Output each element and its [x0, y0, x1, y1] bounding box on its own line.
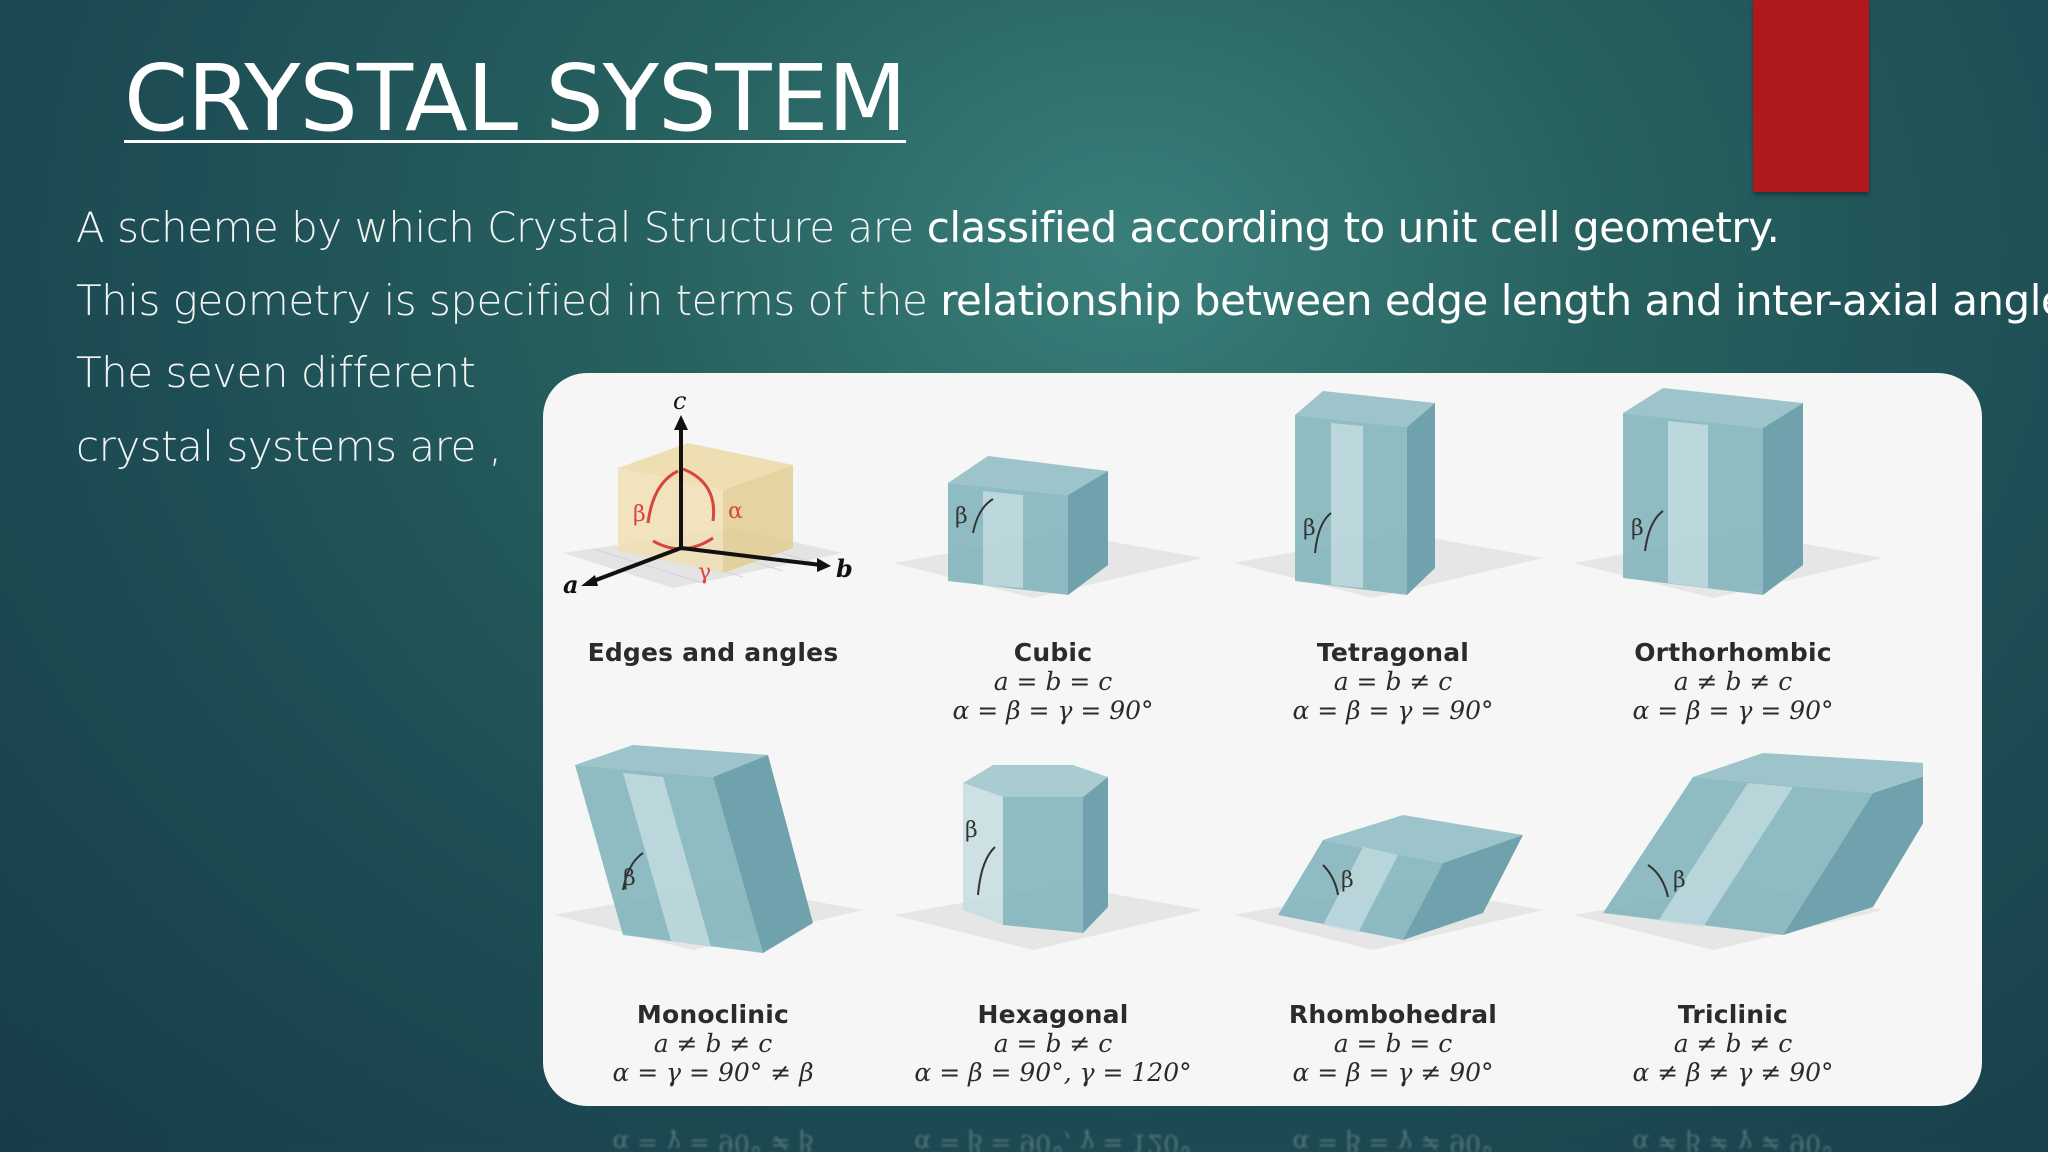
panel-angles: α = β = γ ≠ 90°	[1292, 1058, 1494, 1087]
panel-name: Cubic	[1013, 638, 1093, 667]
beta-label: β	[965, 818, 978, 843]
body-line-2-text: This geometry is specified in terms of t…	[76, 276, 941, 325]
panel-angles: α = β = γ = 90°	[1292, 696, 1494, 725]
panel-angles: α = γ = 90° ≠ β	[612, 1058, 814, 1087]
reflection-text: α ≠ β ≠ γ ≠ 90°	[1632, 1129, 1834, 1152]
panel-angles: α = β = 90°, γ = 120°	[914, 1058, 1192, 1087]
orthorhombic-crystal-diagram: β	[1573, 388, 1883, 598]
panel-edges: a ≠ b ≠ c	[1673, 1029, 1793, 1058]
beta-label: β	[1303, 516, 1316, 541]
accent-bar	[1753, 0, 1869, 192]
rhombohedral-crystal-diagram: β	[1233, 815, 1543, 950]
panel-angles: α = β = γ = 90°	[1632, 696, 1834, 725]
body-line-1-emphasis: classified according to unit cell geomet…	[926, 203, 1780, 252]
beta-label: β	[955, 504, 968, 529]
body-line-1-text: A scheme by which Crystal Structure are	[76, 203, 927, 252]
beta-angle-label: β	[633, 502, 646, 527]
panel-edges: a = b = c	[1333, 1029, 1453, 1058]
reflection-text: α = β = 90°, γ = 120°	[914, 1129, 1192, 1152]
monoclinic-crystal-diagram: β	[553, 745, 863, 953]
panel-name: Orthorhombic	[1634, 638, 1832, 667]
axes-diagram: c a b β α γ	[563, 387, 853, 599]
triclinic-crystal-diagram: β	[1573, 753, 1923, 950]
slide-title: CRYSTAL SYSTEM	[124, 45, 907, 152]
panel-edges: a = b ≠ c	[993, 1029, 1113, 1058]
panel-edges: a ≠ b ≠ c	[1673, 667, 1793, 696]
panel-name: Edges and angles	[587, 638, 839, 667]
panel-edges: a ≠ b ≠ c	[653, 1029, 773, 1058]
hexagonal-crystal-diagram: β	[893, 765, 1203, 950]
figure-reflection: α = γ = 90° ≠ β α = β = 90°, γ = 120° α …	[543, 1108, 1982, 1152]
panel-angles: α ≠ β ≠ γ ≠ 90°	[1632, 1058, 1834, 1087]
beta-label: β	[1631, 516, 1644, 541]
beta-label: β	[1341, 868, 1354, 893]
crystal-systems-figure: c a b β α γ Edges and angles β Cubic a =…	[543, 373, 1982, 1106]
body-line-2-emphasis: relationship between edge length and int…	[940, 276, 2048, 325]
cubic-crystal-diagram: β	[893, 456, 1203, 598]
panel-name: Triclinic	[1677, 1000, 1789, 1029]
tetragonal-crystal-diagram: β	[1233, 391, 1543, 598]
panel-name: Tetragonal	[1316, 638, 1470, 667]
panel-name: Hexagonal	[977, 1000, 1129, 1029]
alpha-angle-label: α	[728, 499, 743, 524]
axis-b-label: b	[836, 554, 853, 583]
axis-c-label: c	[673, 387, 686, 415]
beta-label: β	[1673, 868, 1686, 893]
beta-label: β	[623, 866, 636, 891]
panel-name: Monoclinic	[636, 1000, 790, 1029]
panel-edges: a = b ≠ c	[1333, 667, 1453, 696]
panel-angles: α = β = γ = 90°	[952, 696, 1154, 725]
axis-a-label: a	[563, 570, 579, 599]
body-line-2: This geometry is specified in terms of t…	[76, 276, 2048, 325]
body-line-3: The seven different	[76, 348, 476, 397]
gamma-angle-label: γ	[698, 560, 711, 585]
body-line-4: crystal systems are ,	[76, 422, 502, 471]
panel-name: Rhombohedral	[1288, 1000, 1498, 1029]
reflection-text: α = β = γ ≠ 90°	[1292, 1129, 1494, 1152]
reflection-text: α = γ = 90° ≠ β	[612, 1129, 814, 1152]
panel-edges: a = b = c	[993, 667, 1113, 696]
body-line-1: A scheme by which Crystal Structure are …	[76, 203, 1780, 252]
